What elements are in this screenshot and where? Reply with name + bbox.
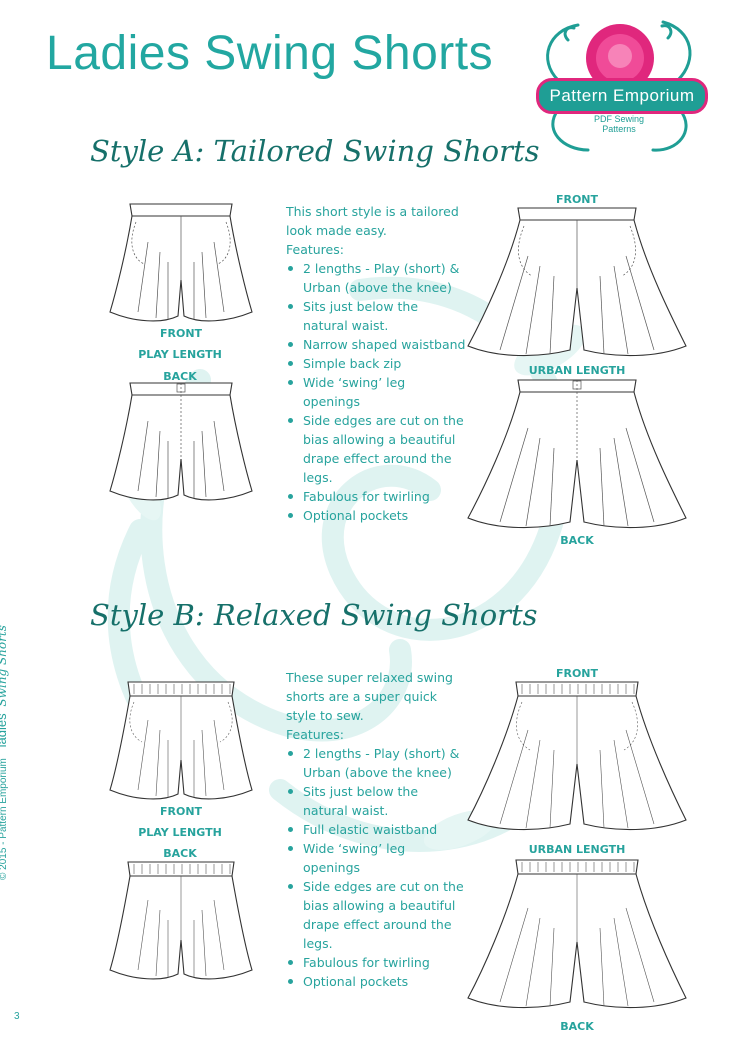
style-b-play-length-label: PLAY LENGTH	[138, 826, 222, 839]
logo-flourish-icon	[546, 20, 692, 152]
style-a-play-front-label: FRONT	[160, 327, 203, 340]
style-b-features-label: Features:	[286, 727, 344, 742]
style-b-urban-back-illustration	[467, 859, 687, 1009]
style-a-description: This short style is a tailored look made…	[286, 202, 466, 525]
style-b-urban-length-label: URBAN LENGTH	[528, 843, 626, 856]
list-item: 2 lengths - Play (short) & Urban (above …	[286, 259, 466, 297]
list-item: Optional pockets	[286, 972, 466, 991]
style-a-play-length-label: PLAY LENGTH	[138, 348, 222, 361]
side-title-a: ladies	[0, 713, 9, 748]
style-a-urban-back-illustration	[467, 379, 687, 529]
list-item: Narrow shaped waistband	[286, 335, 466, 354]
list-item: Optional pockets	[286, 506, 466, 525]
list-item: Simple back zip	[286, 354, 466, 373]
style-b-intro: These super relaxed swing shorts are a s…	[286, 670, 453, 723]
list-item: Fabulous for twirling	[286, 487, 466, 506]
list-item: Sits just below the natural waist.	[286, 782, 466, 820]
style-a-play-back-label: BACK	[163, 370, 197, 383]
style-a-intro: This short style is a tailored look made…	[286, 204, 459, 238]
style-b-urban-front-illustration	[467, 681, 687, 831]
list-item: Wide ‘swing’ leg openings	[286, 373, 466, 411]
page-title: Ladies Swing Shorts	[46, 27, 494, 80]
style-a-heading: Style A: Tailored Swing Shorts	[90, 134, 540, 168]
style-b-heading: Style B: Relaxed Swing Shorts	[90, 598, 538, 632]
style-a-urban-back-label: BACK	[560, 534, 594, 547]
list-item: Fabulous for twirling	[286, 953, 466, 972]
style-b-features-list: 2 lengths - Play (short) & Urban (above …	[286, 744, 466, 991]
list-item: Sits just below the natural waist.	[286, 297, 466, 335]
style-a-play-back-illustration	[109, 382, 253, 501]
side-title-b: Swing Shorts	[0, 625, 9, 707]
logo-tagline: PDF Sewing Patterns	[593, 114, 645, 134]
style-b-play-front-illustration	[109, 681, 253, 800]
style-b-play-back-label: BACK	[163, 847, 197, 860]
list-item: Side edges are cut on the bias allowing …	[286, 877, 466, 953]
style-a-features-list: 2 lengths - Play (short) & Urban (above …	[286, 259, 466, 525]
pattern-emporium-logo: Pattern Emporium PDF Sewing Patterns	[528, 10, 714, 160]
style-a-urban-length-label: URBAN LENGTH	[528, 364, 626, 377]
style-b-play-front-label: FRONT	[160, 805, 203, 818]
list-item: Wide ‘swing’ leg openings	[286, 839, 466, 877]
side-copyright: © 2015 - Pattern Emporium	[0, 758, 9, 880]
list-item: 2 lengths - Play (short) & Urban (above …	[286, 744, 466, 782]
style-b-urban-front-label: FRONT	[555, 667, 599, 680]
style-a-urban-front-illustration	[467, 207, 687, 357]
page-number: 3	[14, 1011, 20, 1022]
logo-brand-text: Pattern Emporium	[536, 78, 708, 114]
list-item: Full elastic waistband	[286, 820, 466, 839]
list-item: Side edges are cut on the bias allowing …	[286, 411, 466, 487]
side-footer: © 2015 - Pattern Emporium ladies Swing S…	[0, 620, 9, 880]
style-b-urban-back-label: BACK	[560, 1020, 594, 1033]
style-a-play-front-illustration	[109, 203, 253, 322]
style-b-play-back-illustration	[109, 861, 253, 980]
style-a-features-label: Features:	[286, 242, 344, 257]
style-b-description: These super relaxed swing shorts are a s…	[286, 668, 466, 991]
style-a-urban-front-label: FRONT	[555, 193, 599, 206]
